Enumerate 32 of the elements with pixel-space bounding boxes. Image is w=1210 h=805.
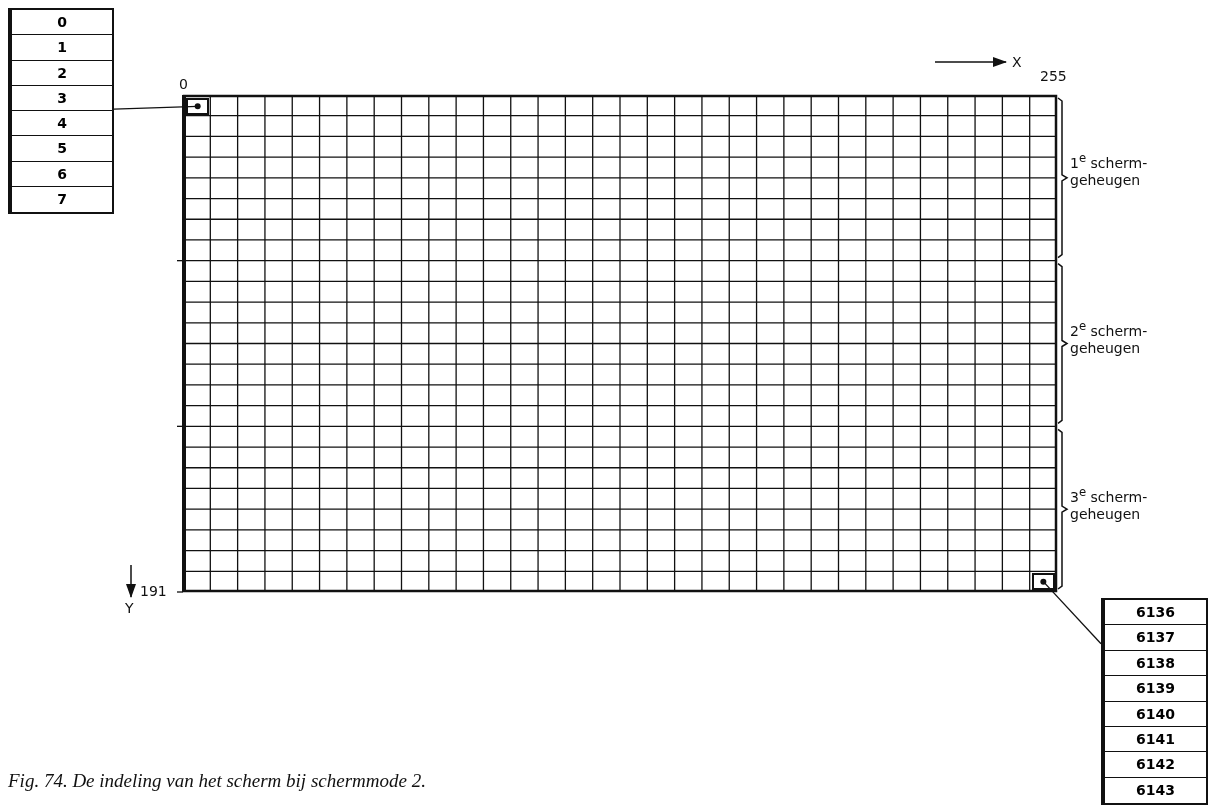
table-cell: 1 <box>12 35 112 61</box>
table-cell: 6142 <box>1105 752 1206 778</box>
table-cell: 6137 <box>1105 625 1206 651</box>
table-cell: 6139 <box>1105 676 1206 702</box>
table-cell-text: 7 <box>56 189 68 209</box>
table-cell: 0 <box>12 10 112 36</box>
table-cell: 6 <box>12 161 112 187</box>
axis-label: Y <box>125 600 134 617</box>
axis-label: X <box>1012 54 1022 71</box>
table-cell: 6138 <box>1105 650 1206 677</box>
table-cell: 4 <box>12 111 112 137</box>
figure-caption: Fig. 74. De indeling van het scherm bij schermmode 2. <box>8 770 426 792</box>
highlighted-pixel-cell <box>1031 573 1055 590</box>
axis-label: 0 <box>179 76 188 93</box>
section-label: 2$^{e}$ scherm- geheugen <box>1070 318 1149 357</box>
table-cell: 6136 <box>1105 600 1206 626</box>
table-cell: 5 <box>12 136 112 162</box>
table-cell: 6141 <box>1105 726 1206 753</box>
table-cell: 2 <box>12 60 112 86</box>
address-table <box>1101 598 1208 805</box>
axis-label: 191 <box>140 583 167 600</box>
section-label: 1$^{e}$ scherm- geheugen <box>1070 150 1149 189</box>
pixel-grid <box>183 95 1057 592</box>
address-table <box>8 8 114 214</box>
table-cell: 3 <box>12 85 112 111</box>
table-cell-text: 6143 <box>1135 780 1176 800</box>
section-label: 3$^{e}$ scherm- geheugen <box>1070 484 1149 523</box>
axis-label: 255 <box>1040 68 1067 85</box>
leader-line <box>1040 578 1102 645</box>
highlighted-pixel-cell <box>186 98 210 115</box>
leader-line <box>113 103 201 110</box>
table-cell: 6140 <box>1105 701 1206 727</box>
